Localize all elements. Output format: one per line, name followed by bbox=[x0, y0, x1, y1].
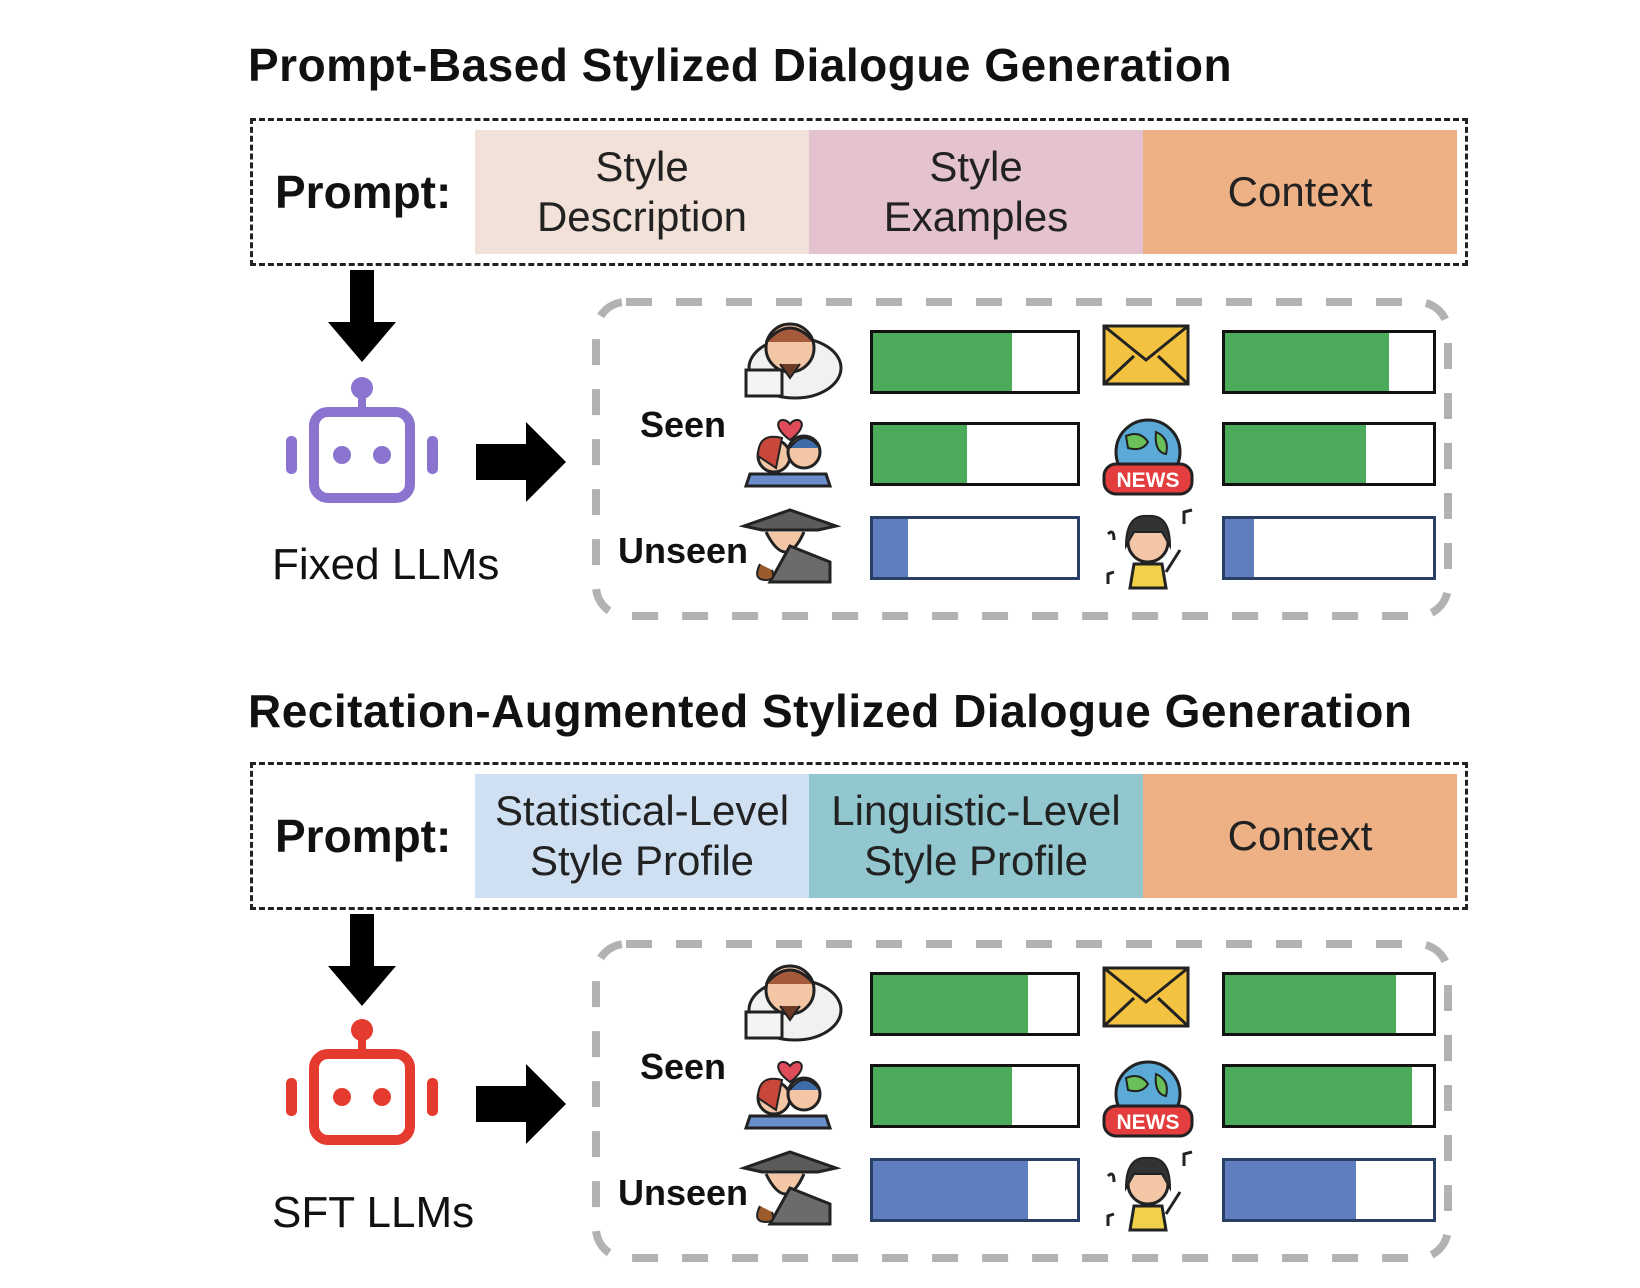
score-bar bbox=[1222, 422, 1436, 486]
score-bar-fill bbox=[1225, 519, 1255, 577]
model-label: Fixed LLMs bbox=[272, 540, 500, 589]
seen-label: Seen bbox=[640, 1046, 727, 1087]
news-globe-icon: NEWS bbox=[1102, 1060, 1194, 1138]
score-bar-fill bbox=[873, 519, 908, 577]
down-arrow-icon bbox=[328, 270, 396, 362]
score-bar-fill bbox=[1225, 1067, 1413, 1125]
score-bar bbox=[870, 1158, 1080, 1222]
detective-icon bbox=[738, 508, 842, 584]
segment-line-2: Description bbox=[536, 193, 748, 240]
prompt-segment-text: Context bbox=[1228, 167, 1373, 217]
robot-icon bbox=[286, 377, 438, 503]
prompt-label: Prompt: bbox=[275, 810, 452, 862]
segment-line-1: Statistical-Level bbox=[494, 787, 790, 834]
right-arrow-icon bbox=[476, 1064, 566, 1144]
segment-line-1: Style bbox=[595, 143, 689, 190]
score-bar-fill bbox=[1225, 975, 1396, 1033]
robot-icon bbox=[286, 1019, 438, 1145]
score-bar-fill bbox=[873, 425, 967, 483]
score-bar bbox=[1222, 1064, 1436, 1128]
segment-line-1: Linguistic-Level bbox=[831, 787, 1121, 834]
section-title: Prompt-Based Stylized Dialogue Generatio… bbox=[248, 39, 1233, 91]
score-bar bbox=[1222, 972, 1436, 1036]
detective-icon bbox=[738, 1150, 842, 1226]
down-arrow-icon bbox=[328, 914, 396, 1006]
prompt-label: Prompt: bbox=[275, 166, 452, 218]
envelope-icon bbox=[1102, 324, 1190, 386]
news-label: NEWS bbox=[1117, 1111, 1180, 1134]
score-bar-fill bbox=[1225, 1161, 1357, 1219]
section-title: Recitation-Augmented Stylized Dialogue G… bbox=[248, 685, 1413, 737]
score-bar bbox=[870, 1064, 1080, 1128]
segment-line-1: Style bbox=[929, 143, 1023, 190]
segment-line-2: Style Profile bbox=[863, 837, 1089, 884]
score-bar bbox=[1222, 516, 1436, 580]
score-bar bbox=[1222, 330, 1436, 394]
score-bar-fill bbox=[1225, 425, 1367, 483]
score-bar-fill bbox=[873, 333, 1012, 391]
unseen-label: Unseen bbox=[618, 530, 749, 571]
prompt-segment-text: Context bbox=[1228, 811, 1373, 861]
singer-icon bbox=[1106, 1150, 1193, 1232]
romance-couple-icon bbox=[743, 419, 833, 488]
segment-line-2: Style Profile bbox=[529, 837, 755, 884]
model-label: SFT LLMs bbox=[272, 1188, 475, 1237]
segment-line-1: Context bbox=[1227, 812, 1373, 859]
shakespeare-icon bbox=[744, 322, 843, 400]
news-globe-icon: NEWS bbox=[1102, 418, 1194, 496]
score-bar bbox=[870, 422, 1080, 486]
seen-label: Seen bbox=[640, 404, 727, 445]
score-bar-fill bbox=[1225, 333, 1390, 391]
score-bar bbox=[1222, 1158, 1436, 1222]
envelope-icon bbox=[1102, 966, 1190, 1028]
romance-couple-icon bbox=[743, 1061, 833, 1130]
singer-icon bbox=[1106, 508, 1193, 590]
unseen-label: Unseen bbox=[618, 1172, 749, 1213]
prompt-segment: Context bbox=[1143, 774, 1457, 898]
score-bar-fill bbox=[873, 1067, 1012, 1125]
score-bar-fill bbox=[873, 975, 1029, 1033]
news-label: NEWS bbox=[1117, 469, 1180, 492]
results-panel bbox=[592, 298, 1452, 620]
score-bar bbox=[870, 516, 1080, 580]
prompt-segment: Context bbox=[1143, 130, 1457, 254]
score-bar bbox=[870, 330, 1080, 394]
shakespeare-icon bbox=[744, 964, 843, 1042]
score-bar-fill bbox=[873, 1161, 1029, 1219]
results-panel bbox=[592, 940, 1452, 1262]
segment-line-1: Context bbox=[1227, 168, 1373, 215]
right-arrow-icon bbox=[476, 422, 566, 502]
segment-line-2: Examples bbox=[883, 193, 1069, 240]
score-bar bbox=[870, 972, 1080, 1036]
